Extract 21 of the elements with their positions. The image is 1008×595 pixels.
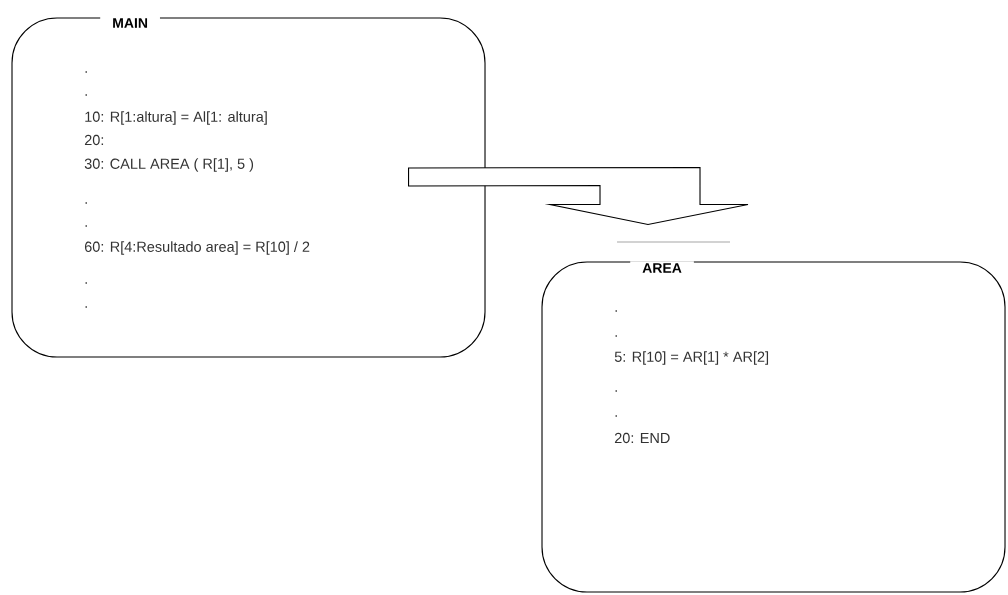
program-box xyxy=(11,16,486,358)
code-line: 60: R[4:Resultado area] = R[10] / 2 xyxy=(84,241,310,255)
block-arrow xyxy=(408,166,749,225)
code-line: 30: CALL AREA ( R[1], 5 ) xyxy=(84,158,254,172)
code-line: 5: R[10] = AR[1] * AR[2] xyxy=(614,351,769,365)
code-line: 10: R[1:altura] = Al[1: altura] xyxy=(85,111,267,125)
code-line: 20: END xyxy=(614,432,670,444)
box-title: AREA xyxy=(630,261,694,275)
code-line: . xyxy=(615,390,617,392)
program-box xyxy=(541,261,1006,593)
box-title: MAIN xyxy=(100,16,160,30)
code-line: . xyxy=(85,202,87,204)
code-line: . xyxy=(85,94,87,96)
code-line: . xyxy=(615,310,617,312)
code-line: 20: xyxy=(84,134,104,146)
code-line: . xyxy=(615,415,617,417)
code-line: . xyxy=(615,335,617,337)
code-line: . xyxy=(85,306,87,308)
code-line: . xyxy=(85,225,87,227)
code-line: . xyxy=(85,71,87,73)
code-line: . xyxy=(85,282,87,284)
